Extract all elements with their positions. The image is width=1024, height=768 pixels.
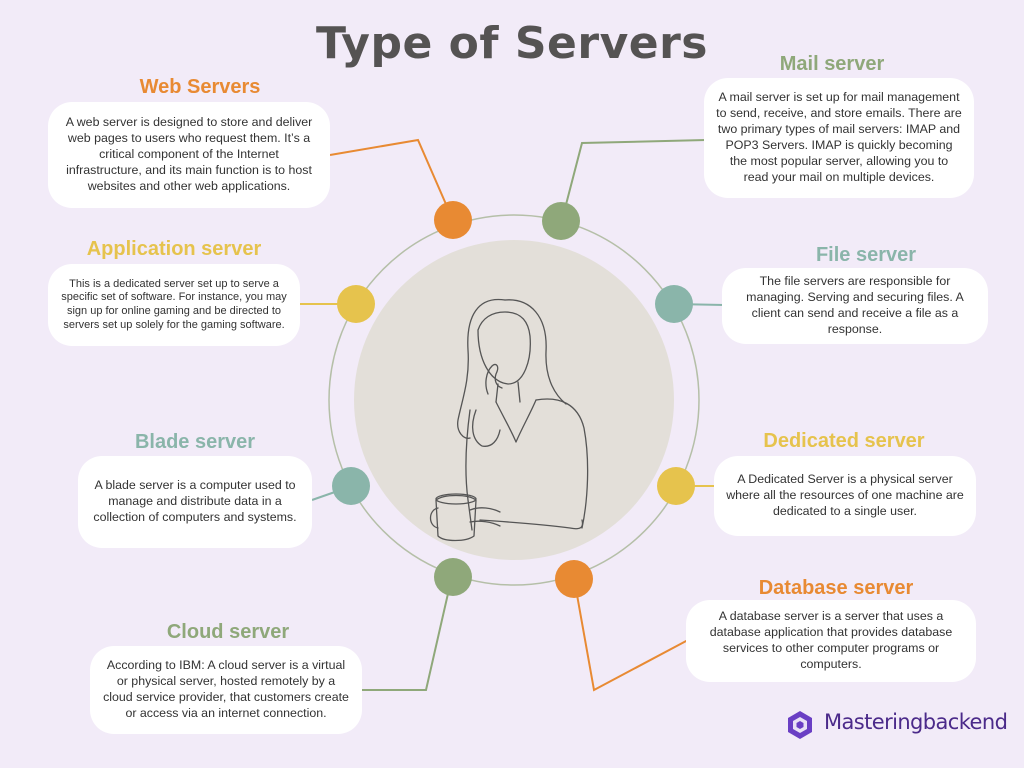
thinking-woman-illustration bbox=[429, 298, 589, 542]
application-server-card: This is a dedicated server set up to ser… bbox=[48, 264, 300, 346]
web-server-card: A web server is designed to store and de… bbox=[48, 102, 330, 208]
hexagon-logo-icon bbox=[788, 711, 812, 739]
brand-logo: Masteringbackend bbox=[818, 710, 1008, 734]
cloud-server-text: According to IBM: A cloud server is a vi… bbox=[103, 658, 349, 720]
database-server-title: Database server bbox=[758, 577, 914, 599]
cloud-server-card: According to IBM: A cloud server is a vi… bbox=[90, 646, 362, 734]
connector-web bbox=[329, 138, 453, 219]
cloud-server-title: Cloud server bbox=[166, 621, 290, 643]
blade-server-dot bbox=[332, 467, 370, 505]
mail-server-text: A mail server is set up for mail managem… bbox=[716, 90, 962, 184]
web-server-dot bbox=[434, 201, 472, 239]
web-server-title: Web Servers bbox=[139, 76, 261, 98]
application-server-text: This is a dedicated server set up to ser… bbox=[61, 277, 287, 331]
blade-server-text: A blade server is a computer used to man… bbox=[93, 478, 297, 524]
dedicated-server-text: A Dedicated Server is a physical server … bbox=[726, 472, 964, 518]
dedicated-server-dot bbox=[657, 467, 695, 505]
mail-server-dot bbox=[542, 202, 580, 240]
mail-server-card: A mail server is set up for mail managem… bbox=[704, 78, 974, 198]
application-server-title: Application server bbox=[86, 238, 262, 260]
database-server-card: A database server is a server that uses … bbox=[686, 600, 976, 682]
connector-cloud bbox=[360, 575, 453, 691]
database-server-text: A database server is a server that uses … bbox=[709, 609, 953, 671]
blade-server-title: Blade server bbox=[134, 431, 256, 453]
cloud-server-dot bbox=[434, 558, 472, 596]
web-server-text: A web server is designed to store and de… bbox=[65, 115, 313, 193]
dedicated-server-card: A Dedicated Server is a physical server … bbox=[714, 456, 976, 536]
dedicated-server-title: Dedicated server bbox=[763, 430, 925, 452]
blade-server-card: A blade server is a computer used to man… bbox=[78, 456, 312, 548]
connector-mail bbox=[561, 139, 707, 221]
inner-circle bbox=[354, 240, 674, 560]
connector-database bbox=[573, 577, 689, 692]
mail-server-title: Mail server bbox=[779, 53, 885, 75]
file-server-title: File server bbox=[815, 244, 917, 266]
outer-ring bbox=[328, 214, 700, 586]
page-title: Type of Servers bbox=[316, 18, 708, 69]
brand-logo-text: Masteringbackend bbox=[824, 710, 1008, 734]
file-server-text: The file servers are responsible for man… bbox=[746, 274, 964, 336]
database-server-dot bbox=[555, 560, 593, 598]
file-server-card: The file servers are responsible for man… bbox=[722, 268, 988, 344]
file-server-dot bbox=[655, 285, 693, 323]
application-server-dot bbox=[337, 285, 375, 323]
